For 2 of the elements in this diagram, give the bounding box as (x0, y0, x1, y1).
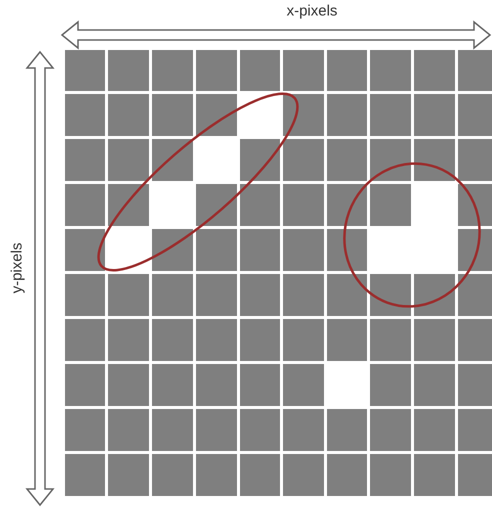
axis-label: y-pixels (8, 242, 26, 294)
axis-label: x-pixels (286, 2, 338, 20)
